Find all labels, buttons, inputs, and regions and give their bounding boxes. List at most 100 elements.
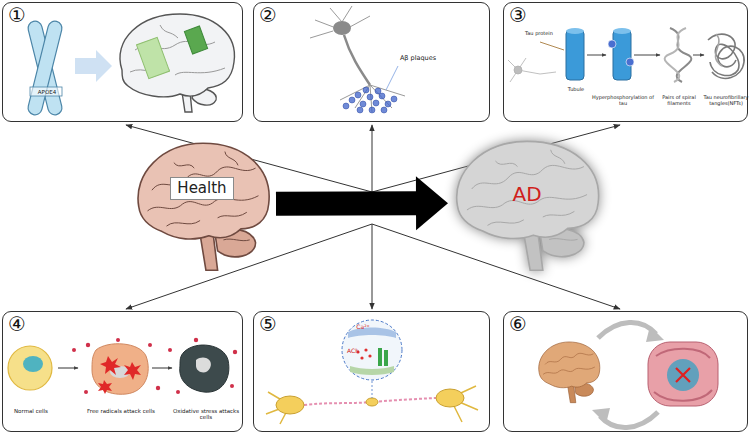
brain-gyrus: [543, 211, 575, 217]
brain-outline: [120, 14, 234, 112]
small-neuron: [508, 42, 564, 82]
brain-gyrus: [225, 152, 238, 166]
chromosome-icon: [27, 20, 64, 117]
amyloid-plaque: [379, 93, 385, 99]
panel-number: ③: [509, 5, 537, 25]
brain-icon: [539, 342, 600, 388]
attacked-cell: [92, 344, 148, 395]
free-radical: [84, 390, 88, 394]
neuron-icon: [310, 31, 333, 38]
tangle: [708, 34, 739, 75]
intestine-icon: [648, 342, 718, 406]
microtubule: [613, 28, 631, 34]
neuron-icon: [340, 85, 370, 100]
damaged-cell: [180, 345, 229, 392]
brain-gyrus: [223, 239, 249, 241]
spoke-arrows: [372, 125, 373, 192]
free-radical: [176, 390, 180, 394]
panel-number: ⑥: [509, 314, 537, 334]
spoke-arrows: [126, 224, 372, 309]
panel-number: ④: [8, 314, 36, 334]
amyloid-plaque: [385, 101, 391, 107]
arrow-shaft: [276, 191, 418, 215]
brain-gyrus: [167, 221, 201, 227]
panel-number: ②: [259, 5, 287, 25]
amyloid-plaque: [363, 87, 369, 93]
mechanism-panel: ②Aβ plaques: [253, 2, 490, 122]
neuron-icon: [266, 386, 478, 424]
free-radical: [72, 338, 237, 394]
brain-outline: [175, 68, 225, 75]
synapse-zoom: [350, 366, 394, 375]
synapse-zoom: [342, 320, 402, 380]
neuron-icon: [348, 16, 370, 28]
brain-gyrus: [174, 163, 194, 169]
damaged-cell: [180, 345, 229, 392]
neuron-icon: [266, 381, 478, 424]
caption-text: Tau neurofibrillary tangles(NFTs): [703, 95, 749, 107]
intestine-icon: [648, 342, 718, 406]
microtubule: [566, 28, 584, 34]
attacked-cell: [100, 356, 121, 375]
brain-gyrus: [551, 150, 565, 164]
gut-brain-arrows: [592, 408, 610, 424]
spiral-filament: [665, 28, 686, 82]
gene-region: [137, 26, 208, 79]
caption-text: Pairs of spiral filaments: [656, 95, 702, 107]
leader-line: [386, 66, 398, 90]
gut-brain-arrows: [598, 322, 656, 338]
mechanism-panel: ⑥: [503, 311, 748, 432]
synapse-zoom: [378, 348, 382, 366]
attacked-cell: [92, 344, 148, 395]
brain-label: AD: [492, 183, 562, 206]
brain-node: AD: [448, 133, 606, 273]
brain-gyrus: [488, 220, 524, 226]
amyloid-plaque: [357, 107, 363, 113]
caption-text: Normal cells: [5, 408, 57, 414]
caption-text: APOE4: [31, 89, 63, 95]
normal-cell: [23, 356, 43, 372]
brain-outline: [524, 234, 543, 270]
mechanism-panel: ⑤Ca²⁺ACh: [253, 311, 490, 432]
free-radical: [233, 350, 237, 354]
synapse-zoom: [364, 348, 367, 351]
brain-outline: [120, 14, 234, 97]
process-arrow: [152, 368, 172, 369]
normal-cell: [8, 346, 52, 390]
normal-cell: [8, 346, 52, 390]
intestine-icon: [676, 368, 690, 382]
neuron-icon: [436, 389, 464, 407]
amyloid-plaque: [367, 94, 373, 100]
brain-icon: [543, 353, 595, 374]
free-radical: [156, 386, 160, 390]
amyloid-plaque: [343, 103, 349, 109]
neuron-icon: [304, 398, 436, 405]
synapse-zoom: [360, 356, 363, 359]
brain-icon: [568, 386, 576, 403]
brain-icon: [539, 342, 600, 403]
free-radical: [194, 338, 198, 342]
caption-text: Hyperphosphorylation of tau: [592, 95, 654, 107]
amyloid-plaque: [355, 92, 361, 98]
block-arrow: [75, 50, 112, 82]
brain-outline: [138, 143, 269, 239]
caption-text: Tau protein: [522, 31, 556, 37]
brain-gyrus: [549, 239, 577, 241]
process-arrow: [587, 55, 606, 56]
microtubule: [608, 40, 616, 48]
small-neuron: [540, 42, 564, 50]
free-radical: [116, 338, 120, 342]
block-arrow: [75, 50, 112, 82]
amyloid-plaque: [369, 107, 375, 113]
brain-outline: [200, 234, 218, 270]
neuron-icon: [276, 396, 304, 414]
brain-outline: [457, 141, 599, 238]
free-radical: [230, 384, 234, 388]
amyloid-plaque: [373, 100, 379, 106]
caption-text: Free radicals attack cells: [83, 408, 159, 414]
neuron-icon: [344, 35, 370, 85]
spiral-filament: [670, 28, 691, 82]
chromosome-icon: [27, 20, 64, 117]
